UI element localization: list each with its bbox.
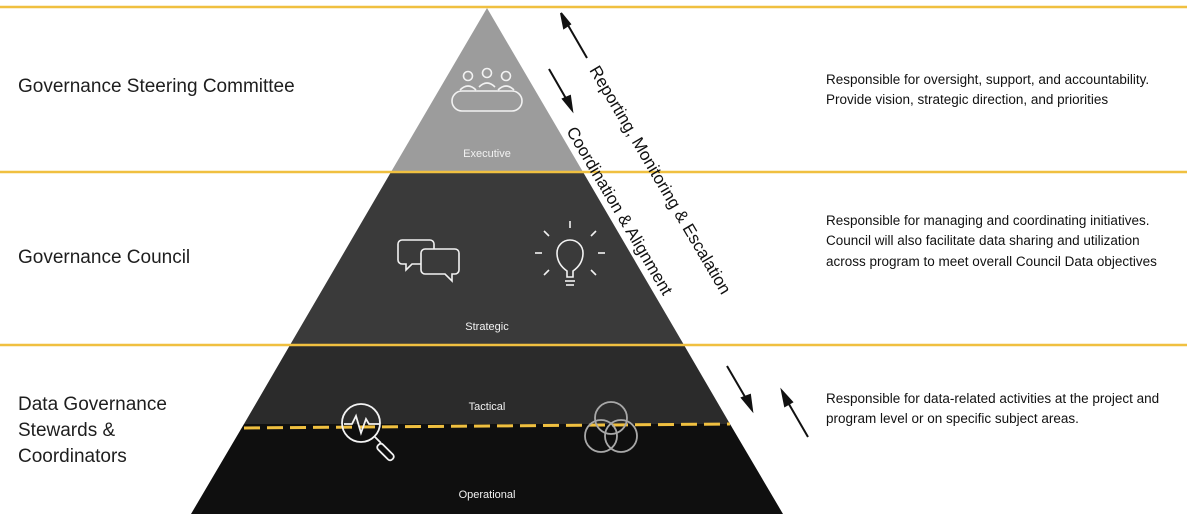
level-label-executive: Executive [463,148,511,160]
description-steering-committee: Responsible for oversight, support, and … [826,72,1150,108]
upward-arrow-bottom-icon [780,387,809,438]
tier-label-steering-committee: Governance Steering Committee [18,76,295,97]
description-data-stewards: Responsible for data-related activities … [826,391,1160,427]
tier-label-governance-council: Governance Council [18,247,191,268]
chat-bubbles-icon [397,239,460,283]
pyramid-strategic-tier [290,172,684,345]
level-label-tactical: Tactical [469,401,506,413]
venn-circles-icon [584,401,638,453]
lightbulb-icon [535,221,605,286]
dashed-separator-tactical-operational [243,422,731,430]
level-label-operational: Operational [459,489,516,501]
level-label-strategic: Strategic [465,321,509,333]
description-governance-council: Responsible for managing and coordinatin… [826,213,1157,269]
upward-arrow-top-icon [560,12,588,59]
pyramid-executive-tier [391,8,583,172]
tier-label-data-stewards: Data Governance Stewards & Coordinators [18,394,167,468]
pyramid-operational-tier [191,424,783,514]
downward-arrow-bottom-icon [726,365,754,414]
downward-arrow-top-icon [548,68,574,114]
magnifier-pulse-icon [341,403,395,462]
meeting-table-icon [451,67,523,112]
